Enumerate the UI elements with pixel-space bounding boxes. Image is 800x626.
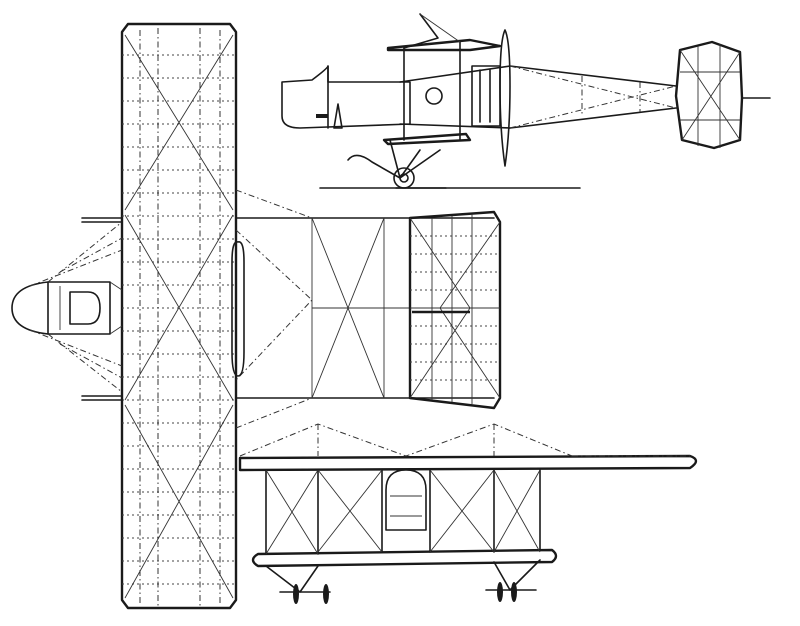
side-view <box>281 13 771 189</box>
front-upper-wing <box>238 454 698 472</box>
plan-wing-outline <box>120 22 238 610</box>
front-bracing <box>265 469 541 555</box>
front-struts <box>265 469 541 555</box>
front-nacelle <box>385 469 427 531</box>
front-view <box>238 423 698 604</box>
front-landing-gear <box>265 559 541 593</box>
plan-wing-spars <box>139 28 221 606</box>
front-lower-wing <box>251 548 558 568</box>
plan-cockpit <box>69 291 101 325</box>
side-landing-gear <box>347 139 447 189</box>
side-propeller <box>499 29 511 167</box>
side-upper-wing <box>386 38 502 52</box>
plan-centre-slot <box>231 241 245 377</box>
plan-wing-bracing <box>124 34 234 599</box>
plan-wing-ribs <box>122 54 236 585</box>
side-tail-booms <box>399 65 677 129</box>
side-engine <box>471 65 501 127</box>
plan-nacelle <box>11 281 49 335</box>
front-king-posts <box>239 423 690 457</box>
side-tail-unit <box>674 40 744 150</box>
side-nacelle <box>281 65 411 129</box>
plan-view <box>11 22 502 610</box>
plan-forward-booms <box>29 221 123 393</box>
